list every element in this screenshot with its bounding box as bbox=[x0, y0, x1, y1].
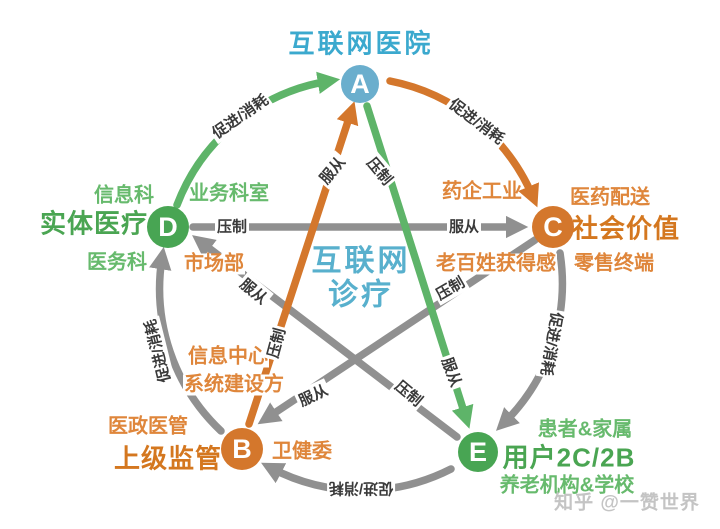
label-physical-medical: 实体医疗 bbox=[39, 208, 149, 239]
center-label-line2: 诊疗 bbox=[328, 278, 394, 311]
edge-b-to-d bbox=[149, 246, 225, 435]
node-c-circle: C bbox=[532, 206, 574, 248]
center-label-line1: 互联网 bbox=[311, 244, 411, 278]
node-b-circle: B bbox=[221, 428, 263, 470]
edge-label-suppress-d-c: 压制 bbox=[214, 215, 250, 237]
label-health-commission: 卫健委 bbox=[272, 440, 332, 463]
label-medical-admin: 医政医管 bbox=[108, 415, 188, 438]
edge-label-promote-e-b: 促进/消耗 bbox=[326, 478, 396, 500]
label-people-gain: 老百姓获得感 bbox=[435, 252, 557, 275]
node-d-circle: D bbox=[147, 206, 189, 248]
label-retail-terminal: 零售终端 bbox=[574, 252, 654, 275]
label-medical-affairs-dept: 医务科 bbox=[87, 251, 147, 274]
node-d-letter: D bbox=[158, 211, 178, 242]
node-e-circle: E bbox=[458, 432, 498, 472]
label-info-dept: 信息科 bbox=[94, 184, 154, 207]
center-label: 互联网 诊疗 bbox=[312, 244, 411, 311]
label-info-center: 信息中心 bbox=[187, 345, 269, 368]
label-users-2c2b: 用户2C/2B bbox=[502, 442, 636, 473]
node-c-letter: C bbox=[543, 211, 563, 242]
label-patients-family: 患者&家属 bbox=[537, 418, 633, 441]
label-business-dept: 业务科室 bbox=[189, 182, 269, 205]
node-a-circle: A bbox=[341, 65, 379, 103]
label-superior-regulation: 上级监管 bbox=[113, 443, 223, 474]
watermark: 知乎 @一赞世界 bbox=[554, 492, 700, 514]
node-b-letter: B bbox=[232, 433, 252, 464]
label-elderly-school: 养老机构&学校 bbox=[499, 474, 635, 497]
label-pharma-industry: 药企工业 bbox=[442, 180, 522, 203]
node-a-title: 互联网医院 bbox=[288, 28, 434, 59]
label-social-value: 社会价值 bbox=[571, 213, 681, 244]
edge-label-obey-d-c: 服从 bbox=[446, 215, 482, 237]
label-marketing-dept: 市场部 bbox=[183, 252, 245, 275]
node-a-letter: A bbox=[350, 68, 370, 99]
label-system-builder: 系统建设方 bbox=[183, 373, 285, 396]
node-e-letter: E bbox=[468, 436, 487, 467]
label-medicine-delivery: 医药配送 bbox=[570, 186, 650, 209]
